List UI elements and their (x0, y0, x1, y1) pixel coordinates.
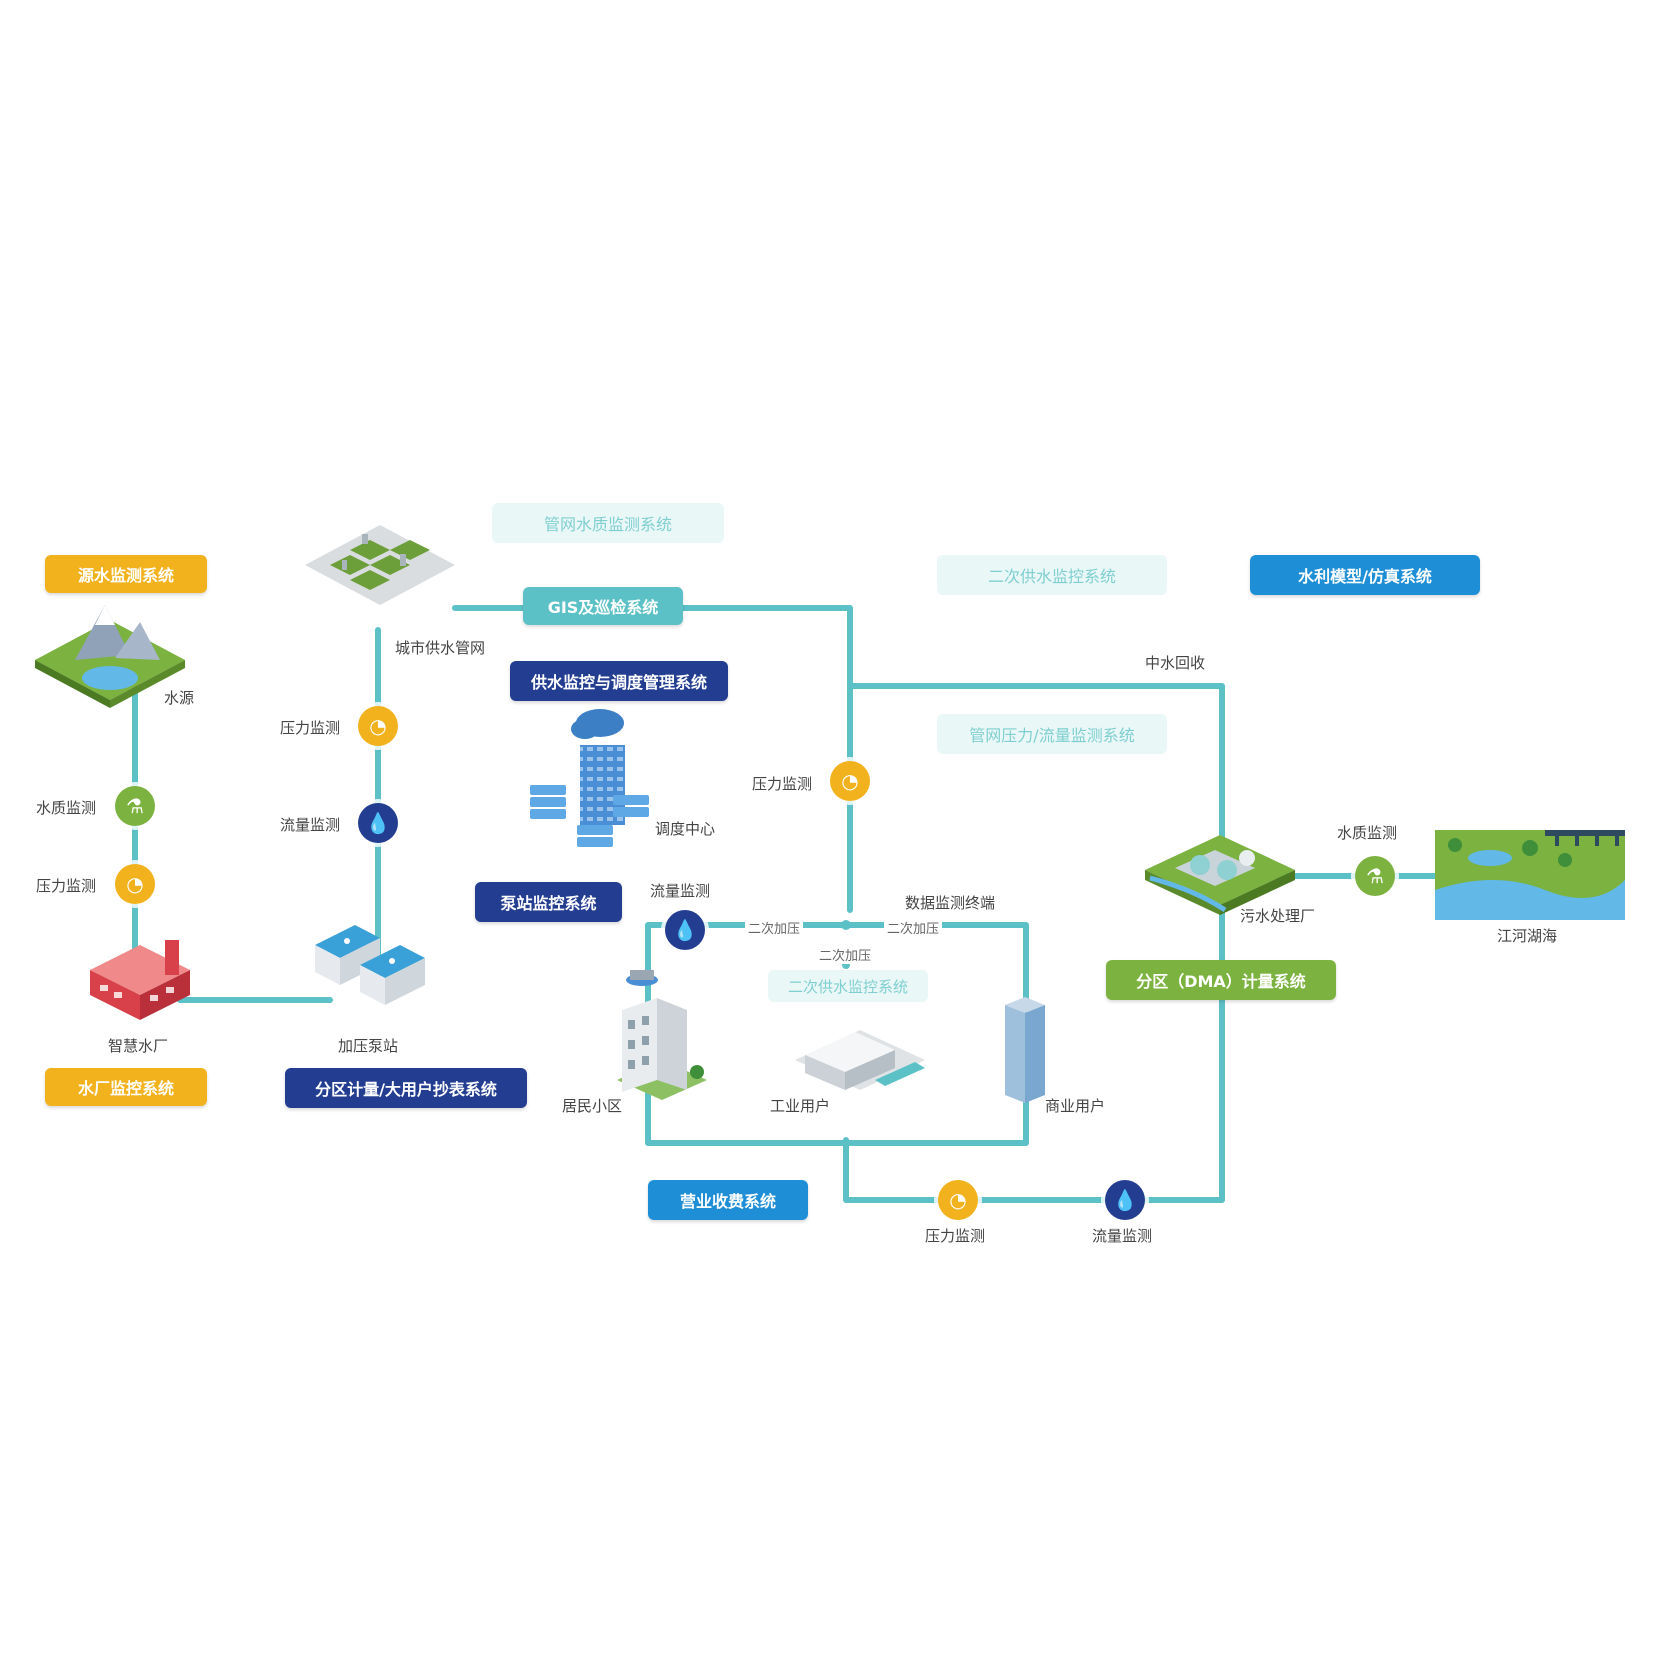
pressure-flow-system[interactable]: 管网压力/流量监测系统 (937, 714, 1167, 754)
flow-monitor-mid-label: 流量监测 (650, 882, 711, 900)
droplet-icon[interactable]: 💧 (665, 910, 705, 950)
billing-system[interactable]: 营业收费系统 (648, 1180, 808, 1220)
flask-icon[interactable]: ⚗ (1355, 856, 1395, 896)
source-monitor-system[interactable]: 源水监测系统 (45, 555, 207, 593)
water-source-label: 水源 (164, 689, 195, 707)
sewage-plant-illustration (1145, 835, 1295, 915)
quality-monitor-left-label: 水质监测 (36, 799, 97, 817)
supply-dispatch-system[interactable]: 供水监控与调度管理系统 (510, 661, 728, 701)
commercial-illustration (1005, 997, 1045, 1103)
gauge-icon[interactable]: ◔ (115, 864, 155, 904)
water-source-illustration (35, 605, 185, 708)
pressure-monitor-left-label: 压力监测 (36, 877, 97, 895)
flow-monitor-bottom-label: 流量监测 (1092, 1227, 1153, 1245)
booster-station-illustration (315, 925, 425, 1005)
flask-icon[interactable]: ⚗ (115, 786, 155, 826)
gauge-icon[interactable]: ◔ (938, 1180, 978, 1220)
boost-label-c: 二次加压 (816, 945, 875, 964)
flow-monitor-network-label: 流量监测 (280, 816, 341, 834)
quality-monitor-right-label: 水质监测 (1337, 824, 1398, 842)
dispatch-center-label: 调度中心 (655, 820, 716, 838)
smart-plant-label: 智慧水厂 (108, 1037, 169, 1055)
droplet-icon[interactable]: 💧 (1105, 1180, 1145, 1220)
city-network-illustration (305, 525, 455, 605)
gauge-icon[interactable]: ◔ (358, 706, 398, 746)
city-network-label: 城市供水管网 (395, 639, 486, 657)
hydro-model-system[interactable]: 水利模型/仿真系统 (1250, 555, 1480, 595)
sewage-plant-label: 污水处理厂 (1240, 907, 1316, 925)
pipe-reclaimed (843, 683, 1225, 1203)
industrial-label: 工业用户 (770, 1097, 831, 1115)
boost-label-b: 二次加压 (884, 918, 943, 937)
pressure-monitor-network-label: 压力监测 (280, 719, 341, 737)
droplet-icon[interactable]: 💧 (358, 803, 398, 843)
dma-meter-reading-system[interactable]: 分区计量/大用户抄表系统 (285, 1068, 527, 1108)
data-terminal-label: 数据监测终端 (905, 894, 996, 912)
residential-illustration (617, 970, 707, 1100)
dispatch-center-illustration (530, 709, 649, 847)
reclaimed-label: 中水回收 (1145, 654, 1206, 672)
pump-monitor-system[interactable]: 泵站监控系统 (475, 882, 622, 922)
smart-plant-illustration (90, 940, 190, 1020)
dma-metering-system[interactable]: 分区（DMA）计量系统 (1106, 960, 1336, 1000)
residential-label: 居民小区 (562, 1097, 623, 1115)
network-quality-system[interactable]: 管网水质监测系统 (492, 503, 724, 543)
boost-label-a: 二次加压 (745, 918, 804, 937)
pressure-monitor-bottom-label: 压力监测 (925, 1227, 986, 1245)
booster-station-label: 加压泵站 (338, 1037, 399, 1055)
rivers-illustration (1435, 830, 1625, 920)
pressure-monitor-mid-label: 压力监测 (752, 775, 813, 793)
secondary-supply-system-top[interactable]: 二次供水监控系统 (937, 555, 1167, 595)
rivers-label: 江河湖海 (1497, 927, 1558, 945)
gis-system[interactable]: GIS及巡检系统 (523, 587, 683, 625)
secondary-supply-system-mid[interactable]: 二次供水监控系统 (768, 970, 928, 1002)
gauge-icon[interactable]: ◔ (830, 761, 870, 801)
commercial-label: 商业用户 (1045, 1097, 1106, 1115)
industrial-illustration (795, 1030, 925, 1090)
plant-monitor-system[interactable]: 水厂监控系统 (45, 1068, 207, 1106)
